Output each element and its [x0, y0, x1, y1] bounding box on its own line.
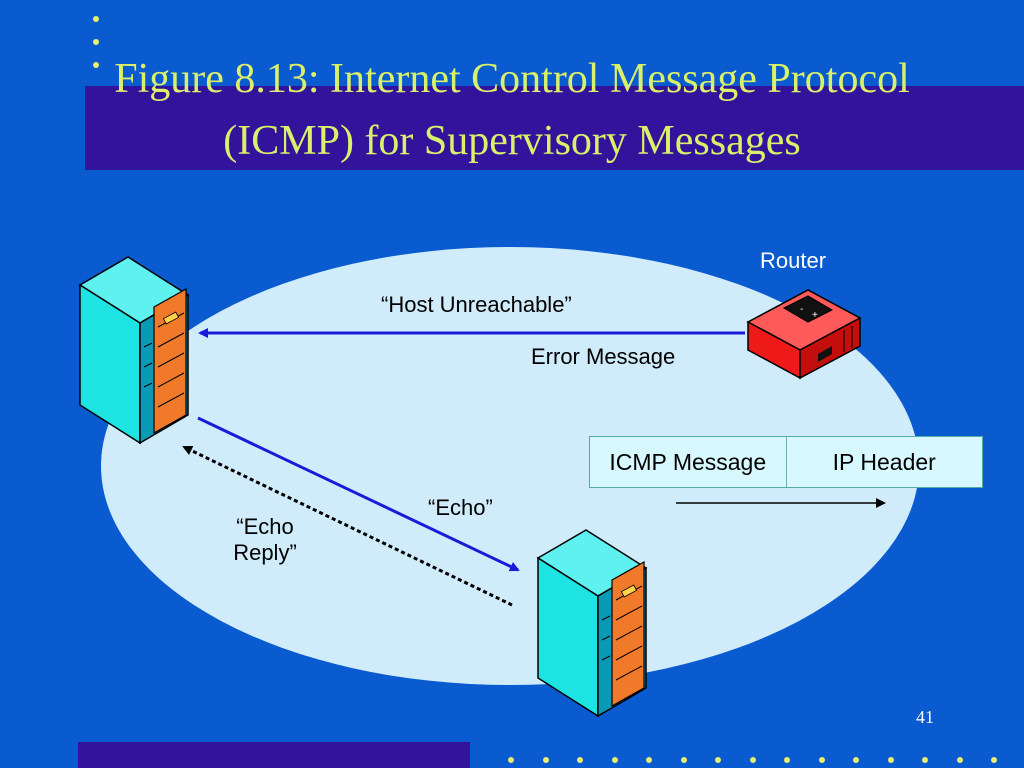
host-unreachable-label: “Host Unreachable” — [381, 292, 572, 317]
title-band — [85, 86, 1024, 170]
svg-text:+: + — [812, 310, 818, 321]
echo-label: “Echo” — [428, 495, 493, 520]
echo-reply-arrow — [182, 445, 513, 607]
page-title: Figure 8.13: Internet Control Message Pr… — [114, 56, 910, 164]
router-icon: - + — [746, 289, 862, 380]
server-left-icon — [78, 256, 190, 445]
echo-arrow — [197, 416, 520, 572]
error-message-label: Error Message — [531, 344, 676, 369]
ip-header-cell: IP Header — [832, 448, 936, 475]
echo-reply-line1: “Echo — [236, 514, 294, 539]
svg-text:-: - — [800, 304, 803, 315]
router-label: Router — [760, 248, 827, 273]
icmp-message-cell: ICMP Message — [590, 437, 787, 487]
echo-reply-line2: Reply” — [233, 540, 297, 565]
echo-reply-label: “Echo Reply” — [227, 514, 303, 566]
packet-diagram: ICMP Message IP Header — [589, 436, 983, 488]
network-ellipse — [101, 247, 919, 685]
footer-band — [78, 742, 470, 768]
slide-number: 41 — [916, 707, 934, 727]
server-bottom-icon — [536, 529, 648, 718]
